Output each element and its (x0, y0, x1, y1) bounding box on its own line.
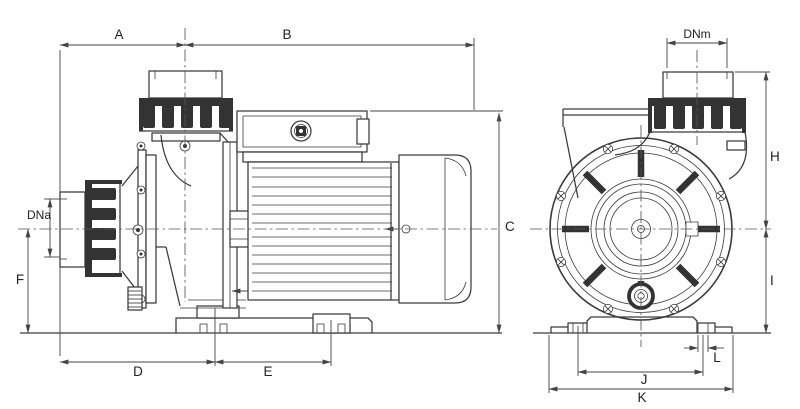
dim-label-a: A (114, 27, 123, 42)
base-front (550, 316, 733, 333)
dim-label-dnm: DNm (683, 27, 710, 41)
discharge-union-nut (139, 98, 233, 132)
dimension-annotations: A B C D E F DNa DNm H I J K L (16, 27, 780, 405)
front-port (648, 71, 746, 133)
side-view (18, 28, 502, 334)
dimension-lines (25, 40, 769, 392)
terminal-box (236, 110, 370, 163)
dim-label-c: C (505, 219, 515, 234)
dim-label-f: F (16, 272, 24, 287)
dim-label-e: E (263, 364, 272, 379)
discharge-port (139, 70, 233, 142)
support-bracket (562, 108, 651, 199)
dim-label-dna: DNa (27, 208, 51, 222)
suction-port (59, 165, 139, 293)
cooling-fins (252, 167, 392, 292)
dim-label-l: L (713, 350, 721, 365)
dim-label-b: B (282, 27, 291, 42)
dim-label-d: D (133, 364, 143, 379)
casing-left-edge (614, 131, 651, 156)
suction-union-nut (85, 180, 122, 277)
dim-label-h: H (770, 149, 780, 164)
cable-gland-icon (290, 120, 312, 142)
flange-screws (556, 143, 727, 314)
casing-tab (726, 140, 746, 151)
dim-label-i: I (770, 273, 774, 288)
dim-label-k: K (637, 390, 646, 405)
base-feet-side (175, 299, 373, 334)
dim-label-j: J (641, 372, 648, 387)
motor-body (247, 161, 400, 301)
front-view (530, 50, 771, 347)
casing-right-edge (728, 131, 748, 180)
drain-knob (127, 286, 143, 311)
